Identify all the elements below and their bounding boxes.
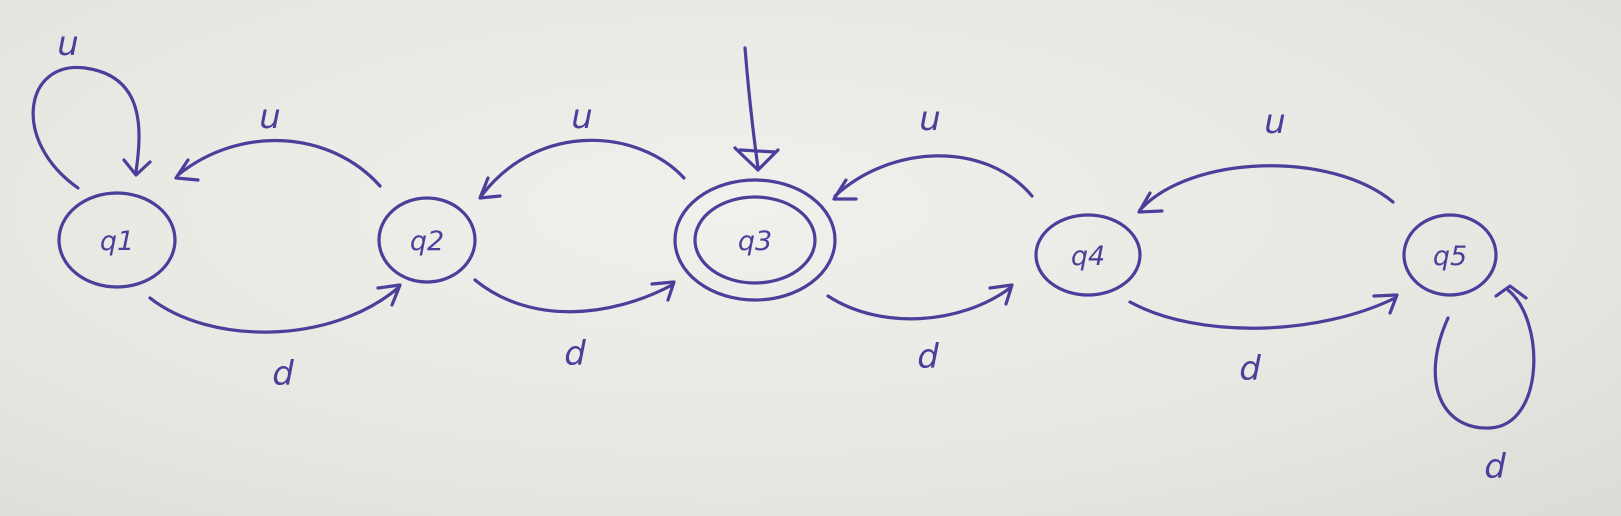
- arc-q5-q4-path: [1138, 164, 1395, 212]
- edge-label-q5-q5: d: [1484, 447, 1506, 487]
- arc-q4-q3-arrowhead: [832, 178, 858, 201]
- arc-q2-q1-arrowhead: [174, 158, 200, 182]
- state-q4-label: q4: [1071, 241, 1105, 272]
- state-q3-label: q3: [738, 226, 772, 257]
- start-arrow-head-bar: [738, 148, 777, 154]
- state-q2-label: q2: [410, 226, 444, 257]
- transition-q2-q3-d: d: [473, 278, 676, 374]
- state-q3-inner-circle: [693, 195, 817, 285]
- state-q2: q2: [377, 196, 477, 284]
- arc-q4-q5-arrowhead: [1372, 293, 1399, 315]
- arc-q1-q2-path: [148, 286, 400, 334]
- transition-q1-q1-u: u: [31, 24, 152, 190]
- state-q5-label: q5: [1433, 241, 1467, 272]
- state-q2-circle: [377, 196, 477, 284]
- edge-label-q2-q1: u: [259, 97, 281, 137]
- state-q3-outer-circle: [673, 178, 837, 302]
- transition-q3-q2-u: u: [478, 97, 686, 200]
- transition-q1-q2-d: d: [148, 283, 402, 394]
- state-q5: q5: [1402, 213, 1498, 297]
- arc-q3-q2-path: [480, 138, 686, 197]
- state-q4: q4: [1034, 213, 1142, 297]
- edge-label-q1-q2: d: [272, 354, 294, 394]
- arc-q3-q4-path: [826, 286, 1012, 321]
- arc-q2-q1-path: [176, 139, 382, 188]
- edge-label-q3-q4: d: [917, 337, 939, 377]
- state-q3: q3: [673, 178, 837, 302]
- transition-q2-q1-u: u: [174, 97, 382, 188]
- state-q1-circle: [57, 191, 177, 289]
- arc-q4-q3-path: [833, 154, 1034, 198]
- state-q4-circle: [1034, 213, 1142, 297]
- loop-q1-path: [31, 65, 141, 190]
- arc-q5-q4-arrowhead: [1137, 191, 1164, 214]
- arc-q2-q3-arrowhead: [650, 280, 676, 302]
- edge-label-q4-q5: d: [1239, 349, 1261, 389]
- arc-q3-q2-arrowhead: [478, 176, 502, 200]
- transition-q5-q5-d: d: [1433, 284, 1536, 487]
- edge-label-q3-q2: u: [571, 97, 593, 137]
- edge-label-q1-q1: u: [57, 24, 79, 64]
- transition-q4-q3-u: u: [832, 99, 1034, 201]
- edge-label-q4-q3: u: [919, 99, 941, 139]
- transition-q3-q4-d: d: [826, 283, 1014, 377]
- start-arrow-line: [743, 46, 760, 170]
- edge-label-q5-q4: u: [1264, 102, 1286, 142]
- arc-q3-q4-arrowhead: [988, 283, 1014, 306]
- loop-q5-path: [1433, 288, 1536, 430]
- start-arrow-head: [733, 146, 780, 172]
- loop-q1-arrowhead: [122, 158, 152, 177]
- edge-label-q2-q3: d: [564, 334, 586, 374]
- transition-q5-q4-u: u: [1137, 102, 1395, 214]
- start-arrow: [733, 46, 780, 172]
- loop-q5-arrowhead: [1494, 284, 1528, 300]
- arc-q2-q3-path: [473, 278, 674, 314]
- arc-q1-q2-arrowhead: [376, 283, 402, 307]
- arc-q4-q5-path: [1128, 296, 1397, 330]
- state-q1-label: q1: [100, 226, 134, 257]
- state-q1: q1: [57, 191, 177, 289]
- state-q5-circle: [1402, 213, 1498, 297]
- transition-q4-q5-d: d: [1128, 293, 1399, 389]
